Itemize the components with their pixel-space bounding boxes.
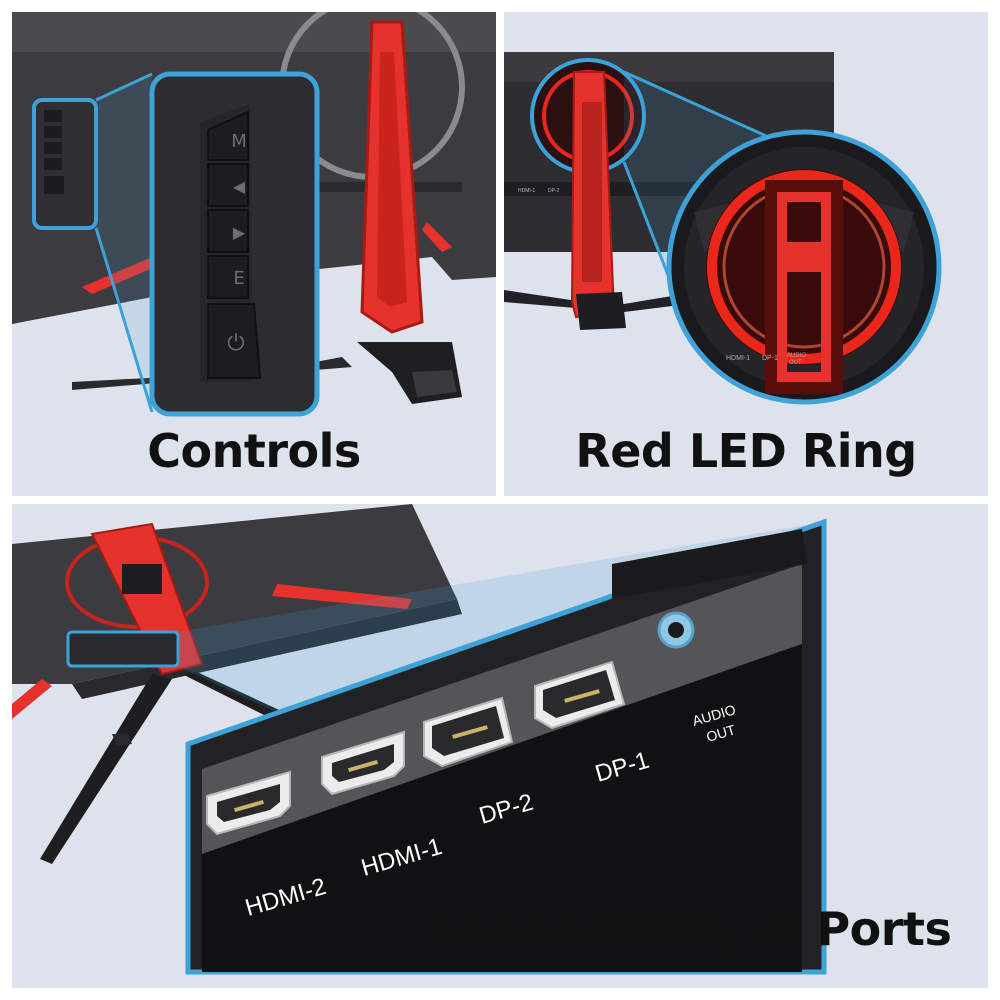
zoom-label-dp1: DP-1 [762, 355, 778, 362]
zoom-label-out: OUT [789, 360, 802, 366]
dp-1-port [534, 660, 626, 730]
red-accent-strip [82, 257, 162, 294]
rear-label-hdmi1: HDMI-1 [518, 188, 535, 194]
osd-buttons [207, 110, 262, 379]
rear-label-dp2: DP-2 [548, 188, 560, 194]
controls-photo: M ◀ ▶ E ⏻ [12, 12, 496, 417]
ports-panel: HDMI-2 HDMI-1 DP-2 DP-1 AUDIO OUT Connec… [12, 504, 988, 988]
ports-caption: Connectivity & Ports [427, 902, 952, 956]
hdmi-1-port [321, 730, 405, 796]
stand-leg [40, 674, 172, 864]
led-photo: HDMI-1 DP-2 HDMI-1 DP-1 AUDIO OUT [504, 52, 942, 405]
exit-button-label: E [233, 268, 244, 289]
right-button-label: ▶ [233, 223, 246, 242]
power-button-label: ⏻ [227, 331, 244, 356]
ports-highlight-box [66, 630, 180, 668]
controls-caption: Controls [147, 424, 361, 478]
audio-label-line2: OUT [704, 721, 737, 745]
controls-highlight-box [32, 98, 98, 230]
ports-photo: HDMI-2 HDMI-1 DP-2 DP-1 AUDIO OUT [12, 504, 827, 975]
controls-panel: M ◀ ▶ E ⏻ Controls [12, 12, 496, 496]
led-caption: Red LED Ring [575, 424, 917, 478]
left-button-label: ◀ [233, 177, 246, 196]
menu-button-label: M [231, 131, 247, 152]
red-led-ring [707, 170, 901, 364]
hdmi-2-port [206, 770, 291, 836]
audio-out-jack [657, 611, 695, 649]
dp-2-port [423, 696, 514, 768]
zoom-label-hdmi1: HDMI-1 [726, 355, 750, 362]
led-panel: HDMI-1 DP-2 HDMI-1 DP-1 AUDIO OUT Red LE… [504, 12, 988, 496]
zoom-label-audio: AUDIO [787, 353, 806, 359]
